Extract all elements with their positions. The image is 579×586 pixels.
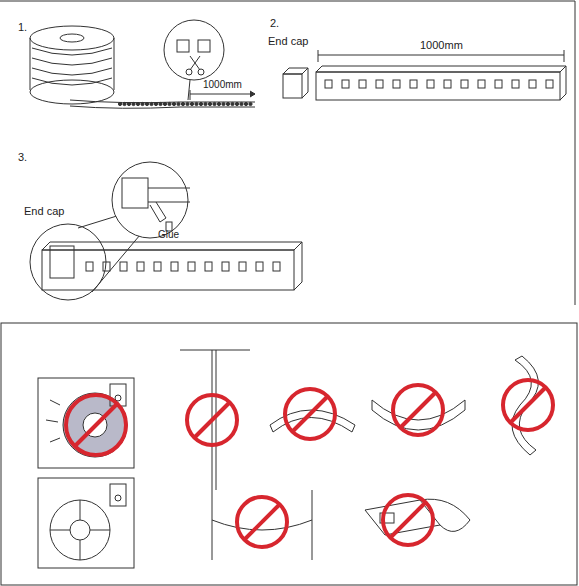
end-cap bbox=[283, 68, 308, 98]
dimension-line bbox=[190, 90, 255, 100]
led-chip bbox=[154, 262, 161, 271]
led-chip bbox=[393, 80, 400, 88]
led-chip bbox=[512, 80, 519, 88]
led-chip bbox=[256, 262, 263, 271]
led-dot bbox=[118, 102, 121, 105]
led-chip bbox=[444, 80, 451, 88]
led-chip bbox=[239, 262, 246, 271]
led-dot bbox=[199, 102, 202, 105]
glued-strip bbox=[365, 499, 470, 535]
led-dot bbox=[186, 102, 189, 105]
led-chip bbox=[359, 80, 366, 88]
led-chip bbox=[427, 80, 434, 88]
led-chip bbox=[205, 262, 212, 271]
led-dot bbox=[213, 102, 216, 105]
hanging-strip bbox=[180, 350, 250, 490]
reel-box bbox=[38, 478, 134, 568]
led-dot bbox=[244, 102, 247, 105]
label: 1000mm bbox=[203, 80, 242, 90]
led-dot bbox=[150, 102, 153, 105]
led-dot bbox=[226, 102, 229, 105]
bent-strip bbox=[372, 400, 465, 430]
led-row bbox=[325, 80, 553, 88]
label: Glue bbox=[158, 230, 179, 240]
led-chip bbox=[546, 80, 553, 88]
led-dot bbox=[132, 102, 135, 105]
led-chip bbox=[529, 80, 536, 88]
led-dot bbox=[204, 102, 207, 105]
led-dot bbox=[127, 102, 130, 105]
stretched-strip bbox=[212, 490, 312, 560]
led-chip bbox=[120, 262, 127, 271]
neon-strip bbox=[42, 242, 302, 290]
led-dot bbox=[190, 102, 193, 105]
led-chip bbox=[273, 262, 280, 271]
led-chip bbox=[188, 262, 195, 271]
led-dot bbox=[159, 102, 162, 105]
led-chip bbox=[325, 80, 332, 88]
led-chip bbox=[222, 262, 229, 271]
led-dot bbox=[154, 102, 157, 105]
led-dot bbox=[208, 102, 211, 105]
neon-strip bbox=[316, 66, 566, 100]
led-dot bbox=[163, 102, 166, 105]
led-dot bbox=[181, 102, 184, 105]
led-dot bbox=[136, 102, 139, 105]
dimension-line bbox=[318, 50, 564, 62]
reel-box bbox=[38, 378, 134, 468]
led-dot bbox=[231, 102, 234, 105]
led-chip bbox=[478, 80, 485, 88]
panel-border bbox=[0, 1, 575, 2]
led-chip bbox=[137, 262, 144, 271]
led-dot bbox=[168, 102, 171, 105]
led-chip bbox=[342, 80, 349, 88]
panel-border bbox=[1, 323, 577, 585]
led-dot bbox=[177, 102, 180, 105]
led-dot bbox=[249, 102, 252, 105]
led-dot bbox=[145, 102, 148, 105]
led-dot bbox=[240, 102, 243, 105]
led-chip bbox=[410, 80, 417, 88]
label: 1000mm bbox=[420, 40, 463, 51]
step-number: 1. bbox=[18, 22, 27, 33]
led-dots bbox=[118, 102, 252, 105]
step-number: 2. bbox=[270, 18, 279, 29]
step-number: 3. bbox=[18, 152, 27, 163]
led-chip bbox=[86, 262, 93, 271]
led-chip bbox=[103, 262, 110, 271]
prohibition-sign bbox=[66, 380, 553, 547]
led-dot bbox=[217, 102, 220, 105]
label: End cap bbox=[24, 206, 64, 217]
led-dot bbox=[235, 102, 238, 105]
led-chip bbox=[495, 80, 502, 88]
led-dot bbox=[172, 102, 175, 105]
led-dot bbox=[222, 102, 225, 105]
led-chip bbox=[461, 80, 468, 88]
label: End cap bbox=[268, 36, 308, 47]
led-row bbox=[86, 262, 280, 271]
led-dot bbox=[141, 102, 144, 105]
led-dot bbox=[195, 102, 198, 105]
led-chip bbox=[171, 262, 178, 271]
panel-border bbox=[575, 1, 576, 305]
led-chip bbox=[376, 80, 383, 88]
led-dot bbox=[123, 102, 126, 105]
magnifier bbox=[30, 162, 190, 300]
